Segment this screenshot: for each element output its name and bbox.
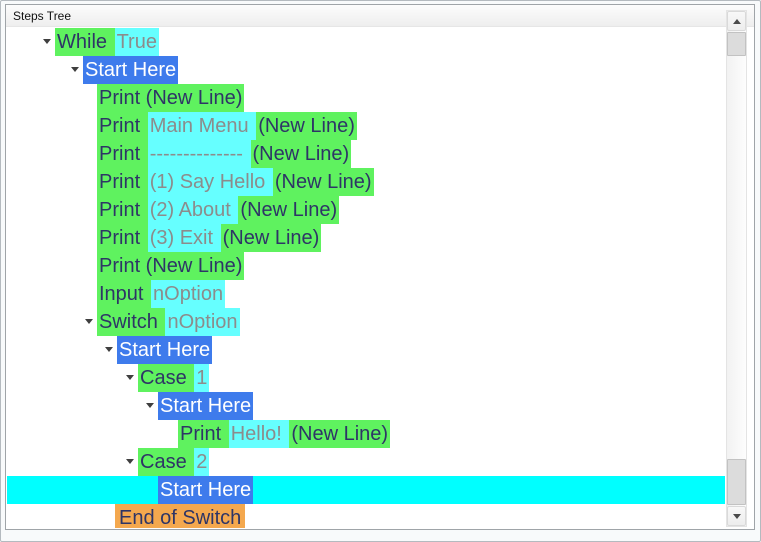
segment-kw: Print (New Line) (97, 84, 245, 112)
segment-kw: (New Line) (250, 140, 352, 168)
segment-start: Start Here (117, 336, 213, 364)
tree-row[interactable]: Print (New Line) (7, 252, 725, 280)
segment-kw: (New Line) (256, 112, 357, 140)
tree-row[interactable]: End of Switch (7, 504, 725, 528)
row-segments: End of Switch (115, 504, 246, 528)
row-segments: While True (55, 28, 159, 56)
segment-param: (1) Say Hello (147, 168, 273, 196)
row-segments: Case 1 (138, 364, 210, 392)
tree-row[interactable]: Print Main Menu (New Line) (7, 112, 725, 140)
expander-icon[interactable] (105, 347, 113, 352)
row-segments: Print -------------- (New Line) (97, 140, 352, 168)
segment-param: nOption (165, 308, 240, 336)
expander-icon[interactable] (126, 459, 134, 464)
segment-param: (2) About (147, 196, 239, 224)
row-segments: Print (1) Say Hello (New Line) (97, 168, 374, 196)
expander-icon[interactable] (126, 375, 134, 380)
row-segments: Input nOption (97, 280, 226, 308)
row-segments: Start Here (83, 56, 179, 84)
row-segments: Switch nOption (97, 308, 240, 336)
tree-row[interactable]: Print (1) Say Hello (New Line) (7, 168, 725, 196)
segment-kw: Case (138, 364, 195, 392)
segment-kw: (New Line) (272, 168, 374, 196)
expander-icon[interactable] (71, 67, 79, 72)
segment-kw: Print (97, 168, 148, 196)
segment-param: -------------- (147, 140, 251, 168)
triangle-up-icon (732, 18, 741, 24)
row-segments: Print (2) About (New Line) (97, 196, 340, 224)
tree-row[interactable]: Switch nOption (7, 308, 725, 336)
tree-row[interactable]: Case 1 (7, 364, 725, 392)
row-segments: Print Main Menu (New Line) (97, 112, 357, 140)
vertical-scrollbar[interactable] (726, 10, 747, 527)
tree-row[interactable]: Start Here (7, 56, 725, 84)
segment-kw: (New Line) (289, 420, 391, 448)
row-segments: Print (3) Exit (New Line) (97, 224, 322, 252)
expander-icon[interactable] (85, 319, 93, 324)
tree-row[interactable]: Print (New Line) (7, 84, 725, 112)
scroll-down-button[interactable] (727, 506, 746, 526)
triangle-down-icon (732, 513, 741, 519)
segment-param: True (114, 28, 159, 56)
segment-kw: (New Line) (238, 196, 340, 224)
tree-row[interactable]: Print -------------- (New Line) (7, 140, 725, 168)
tree-row[interactable]: Case 2 (7, 448, 725, 476)
tree-row[interactable]: Start Here (7, 336, 725, 364)
tree-row[interactable]: Start Here (7, 476, 725, 504)
row-segments: Start Here (158, 476, 254, 504)
row-segments: Case 2 (138, 448, 210, 476)
row-segments: Print Hello! (New Line) (178, 420, 391, 448)
tree-row[interactable]: Print Hello! (New Line) (7, 420, 725, 448)
segment-param: 1 (194, 364, 210, 392)
segment-param: 2 (194, 448, 210, 476)
segment-kw: Switch (97, 308, 166, 336)
tree-row[interactable]: Print (2) About (New Line) (7, 196, 725, 224)
segment-kw: Print (New Line) (97, 252, 245, 280)
segment-kw: Print (97, 112, 148, 140)
segment-end: End of Switch (115, 504, 246, 528)
tree-row[interactable]: Start Here (7, 392, 725, 420)
segment-kw: While (55, 28, 115, 56)
tree-row[interactable]: Input nOption (7, 280, 725, 308)
tree-row[interactable]: Print (3) Exit (New Line) (7, 224, 725, 252)
row-segments: Print (New Line) (97, 252, 245, 280)
segment-kw: Print (178, 420, 229, 448)
scrollbar-thumb-lower[interactable] (727, 459, 746, 505)
segment-start: Start Here (83, 56, 179, 84)
row-segments: Print (New Line) (97, 84, 245, 112)
segment-kw: Print (97, 196, 148, 224)
segment-kw: (New Line) (220, 224, 322, 252)
row-segments: Start Here (158, 392, 254, 420)
panel-title: Steps Tree (13, 8, 72, 23)
segment-kw: Print (97, 224, 148, 252)
segment-param: (3) Exit (147, 224, 221, 252)
panel-header: Steps Tree (6, 5, 754, 27)
segment-kw: Case (138, 448, 195, 476)
segment-param: Main Menu (147, 112, 257, 140)
row-segments: Start Here (117, 336, 213, 364)
tree-row[interactable]: While True (7, 28, 725, 56)
segment-param: nOption (151, 280, 226, 308)
segment-param: Hello! (228, 420, 290, 448)
expander-icon[interactable] (146, 403, 154, 408)
segment-kw: Input (97, 280, 152, 308)
segment-start: Start Here (158, 476, 254, 504)
scroll-up-button[interactable] (727, 11, 746, 31)
expander-icon[interactable] (43, 39, 51, 44)
segment-kw: Print (97, 140, 148, 168)
scrollbar-thumb[interactable] (727, 32, 746, 56)
segment-start: Start Here (158, 392, 254, 420)
